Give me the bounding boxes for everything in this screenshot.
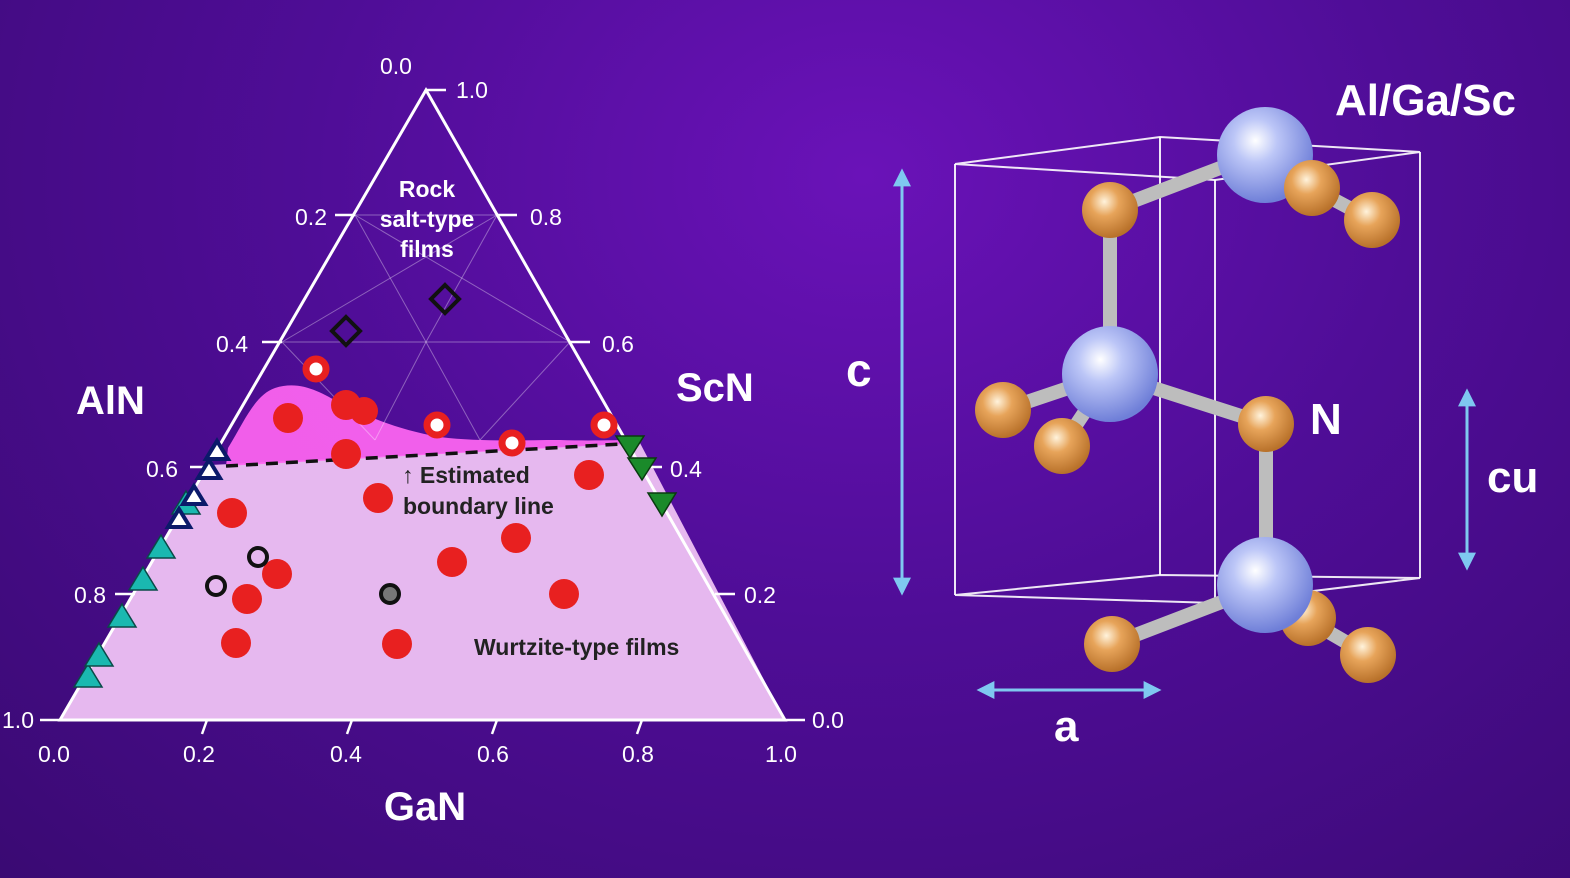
navy-triangle bbox=[179, 482, 209, 506]
red-ring-point bbox=[423, 411, 451, 439]
red-point bbox=[273, 403, 303, 433]
red-ring-point bbox=[498, 429, 526, 457]
rocksalt-label-line2: salt-type bbox=[380, 206, 475, 232]
right-tick-label: 0.6 bbox=[602, 331, 634, 357]
black-open-point bbox=[205, 575, 227, 597]
teal-triangle bbox=[145, 533, 177, 559]
navy-triangle bbox=[194, 456, 224, 480]
bottom-tick-label: 1.0 bbox=[765, 741, 797, 767]
left-tick-label: 0.8 bbox=[74, 582, 106, 608]
red-ring-points bbox=[302, 355, 618, 457]
left-tick-label: 1.0 bbox=[2, 707, 34, 733]
red-points bbox=[217, 390, 604, 659]
boundary-label-line2: boundary line bbox=[403, 493, 554, 519]
bottom-tick-label: 0.4 bbox=[330, 741, 362, 767]
red-point bbox=[549, 579, 579, 609]
n-atom bbox=[975, 382, 1031, 438]
ternary-triangle bbox=[57, 86, 788, 722]
wurtzite-label: Wurtzite-type films bbox=[474, 634, 679, 660]
diamond-point bbox=[329, 314, 363, 348]
gray-filled-point bbox=[379, 583, 401, 605]
a-label: a bbox=[1054, 702, 1079, 751]
red-point bbox=[574, 460, 604, 490]
n-atom bbox=[1034, 418, 1090, 474]
n-label: N bbox=[1310, 395, 1342, 444]
scn-label: ScN bbox=[676, 366, 754, 410]
red-point bbox=[437, 547, 467, 577]
rocksalt-region bbox=[226, 385, 640, 466]
green-triangles bbox=[614, 435, 678, 518]
bottom-tick-label: 0.8 bbox=[622, 741, 654, 767]
bottom-tick-label: 0.2 bbox=[183, 741, 215, 767]
right-tick-label: 0.0 bbox=[812, 707, 844, 733]
red-point bbox=[221, 628, 251, 658]
right-tick-label: 0.2 bbox=[744, 582, 776, 608]
n-atom bbox=[1344, 192, 1400, 248]
n-atom bbox=[1340, 627, 1396, 683]
left-tick-label: 0.4 bbox=[216, 331, 248, 357]
navy-triangle bbox=[164, 505, 194, 529]
crystal-structure: Al/Ga/Sc N c a cu bbox=[846, 76, 1538, 751]
diamond-point bbox=[428, 282, 462, 316]
left-tick-label: 0.0 bbox=[380, 53, 412, 79]
n-atom bbox=[1082, 182, 1138, 238]
red-point bbox=[363, 483, 393, 513]
diamond-points bbox=[329, 282, 462, 348]
black-open-point bbox=[247, 546, 269, 568]
teal-triangle bbox=[127, 565, 159, 591]
green-triangle bbox=[626, 457, 658, 482]
rocksalt-label-line3: films bbox=[400, 236, 454, 262]
green-triangle bbox=[646, 492, 678, 518]
left-tick-label: 0.6 bbox=[146, 456, 178, 482]
bottom-tick-label: 0.6 bbox=[477, 741, 509, 767]
right-tick-label: 1.0 bbox=[456, 77, 488, 103]
right-tick-label: 0.8 bbox=[530, 204, 562, 230]
red-point bbox=[331, 439, 361, 469]
red-point bbox=[501, 523, 531, 553]
unit-cell bbox=[954, 135, 1421, 605]
teal-triangle bbox=[106, 602, 138, 628]
left-tick-label: 0.2 bbox=[295, 204, 327, 230]
navy-triangle bbox=[202, 437, 232, 461]
red-point bbox=[350, 397, 378, 425]
black-open-points bbox=[205, 546, 269, 597]
ternary-grid bbox=[281, 214, 571, 441]
metal-atom bbox=[1217, 537, 1313, 633]
rocksalt-label-line1: Rock bbox=[399, 176, 455, 202]
teal-triangle bbox=[83, 641, 115, 667]
nitrogen-atoms bbox=[975, 182, 1400, 683]
aln-label: AlN bbox=[76, 379, 145, 423]
c-label: c bbox=[846, 344, 872, 396]
metal-atom bbox=[1062, 326, 1158, 422]
n-atom bbox=[1238, 396, 1294, 452]
boundary-label-line1: ↑ Estimated bbox=[402, 462, 530, 488]
estimated-boundary-line bbox=[225, 441, 641, 468]
red-point bbox=[262, 559, 292, 589]
bottom-tick-label: 0.0 bbox=[38, 741, 70, 767]
red-point bbox=[232, 584, 262, 614]
red-point bbox=[382, 629, 412, 659]
ternary-ticks bbox=[40, 88, 805, 735]
right-tick-label: 0.4 bbox=[670, 456, 702, 482]
axis-arrows bbox=[893, 168, 1476, 699]
metal-label: Al/Ga/Sc bbox=[1335, 76, 1516, 125]
cu-label: cu bbox=[1487, 453, 1538, 502]
teal-triangle bbox=[72, 662, 104, 688]
navy-triangles bbox=[164, 437, 232, 529]
n-atom bbox=[1084, 616, 1140, 672]
red-point bbox=[217, 498, 247, 528]
red-ring-point bbox=[302, 355, 330, 383]
gan-label: GaN bbox=[384, 785, 466, 829]
green-triangle bbox=[614, 435, 646, 460]
n-atom bbox=[1284, 160, 1340, 216]
ternary-diagram: 1.0 0.8 0.6 0.4 0.2 0.0 1.0 0.8 0.6 0.4 … bbox=[2, 53, 844, 829]
red-ring-point bbox=[590, 411, 618, 439]
